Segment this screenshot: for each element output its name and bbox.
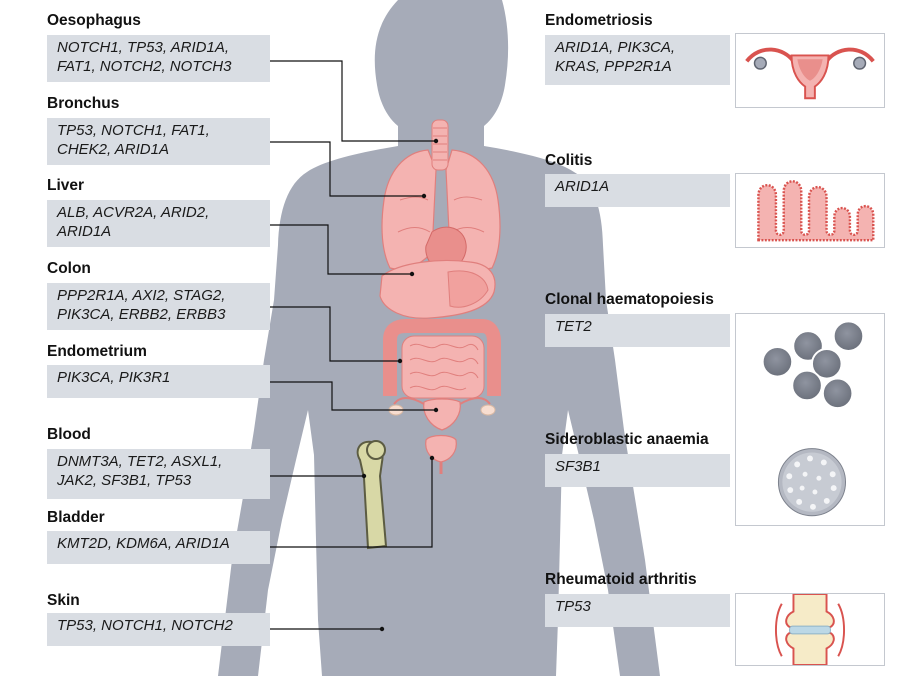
- gene-line: KRAS, PPP2R1A: [555, 58, 672, 75]
- blood-cells-inset: [735, 313, 885, 526]
- gene-line: ALB, ACVR2A, ARID2,: [57, 204, 210, 221]
- colitis-inset: [735, 173, 885, 248]
- organ-title-blood: Blood: [47, 426, 91, 443]
- bladder-illustration: [425, 434, 457, 474]
- gene-box-endometriosis: ARID1A, PIK3CA, KRAS, PPP2R1A: [545, 35, 730, 85]
- gene-line: NOTCH1, TP53, ARID1A,: [57, 39, 229, 56]
- uterus-icon: [745, 47, 875, 100]
- gene-line: ARID1A: [555, 178, 610, 195]
- gene-box-bladder: KMT2D, KDM6A, ARID1A: [47, 531, 270, 564]
- organ-title-bladder: Bladder: [47, 509, 105, 526]
- gene-box-clonal-haematopoiesis: TET2: [545, 314, 730, 347]
- gene-line: PIK3CA, PIK3R1: [57, 369, 171, 386]
- organ-title-colon: Colon: [47, 260, 91, 277]
- gene-box-blood: DNMT3A, TET2, ASXL1, JAK2, SF3B1, TP53: [47, 449, 270, 499]
- femur-bone-illustration: [356, 440, 388, 550]
- gene-box-colon: PPP2R1A, AXI2, STAG2, PIK3CA, ERBB2, ERB…: [47, 283, 270, 330]
- gene-line: ARID1A: [57, 223, 112, 240]
- gene-box-liver: ALB, ACVR2A, ARID2, ARID1A: [47, 200, 270, 247]
- organ-title-oesophagus: Oesophagus: [47, 12, 141, 29]
- gene-line: ARID1A, PIK3CA,: [555, 39, 676, 56]
- organ-title-bronchus: Bronchus: [47, 95, 120, 112]
- gene-line: TET2: [555, 318, 592, 335]
- gene-line: KMT2D, KDM6A, ARID1A: [57, 535, 230, 552]
- endometriosis-inset: [735, 33, 885, 108]
- small-intestine-illustration: [401, 335, 485, 399]
- condition-title-endometriosis: Endometriosis: [545, 12, 653, 29]
- condition-title-rheumatoid-arthritis: Rheumatoid arthritis: [545, 571, 697, 588]
- leader-lines: [270, 60, 436, 630]
- gene-box-bronchus: TP53, NOTCH1, FAT1, CHEK2, ARID1A: [47, 118, 270, 165]
- condition-title-sideroblastic-anaemia: Sideroblastic anaemia: [545, 431, 709, 448]
- gene-box-skin: TP53, NOTCH1, NOTCH2: [47, 613, 270, 646]
- condition-title-clonal-haematopoiesis: Clonal haematopoiesis: [545, 291, 714, 308]
- gene-line: DNMT3A, TET2, ASXL1,: [57, 453, 223, 470]
- gene-line: TP53, NOTCH1, FAT1,: [57, 122, 210, 139]
- colon-illustration: [383, 319, 501, 396]
- gene-box-sideroblastic-anaemia: SF3B1: [545, 454, 730, 487]
- organ-title-liver: Liver: [47, 177, 85, 194]
- leader-line-endpoints: [361, 138, 439, 632]
- gene-box-endometrium: PIK3CA, PIK3R1: [47, 365, 270, 398]
- gene-box-oesophagus: NOTCH1, TP53, ARID1A, FAT1, NOTCH2, NOTC…: [47, 35, 270, 82]
- rheumatoid-arthritis-inset: [735, 593, 885, 666]
- knee-joint-icon: [774, 594, 846, 665]
- organ-title-skin: Skin: [47, 592, 80, 609]
- gene-line: FAT1, NOTCH2, NOTCH3: [57, 58, 232, 75]
- gene-line: SF3B1: [555, 458, 601, 475]
- blood-cells-icon: [761, 320, 865, 517]
- gene-line: TP53, NOTCH1, NOTCH2: [57, 617, 233, 634]
- gene-line: JAK2, SF3B1, TP53: [57, 472, 192, 489]
- organ-title-endometrium: Endometrium: [47, 343, 147, 360]
- gene-line: CHEK2, ARID1A: [57, 141, 169, 158]
- condition-title-colitis: Colitis: [545, 152, 593, 169]
- intestinal-villi-icon: [757, 180, 875, 242]
- gene-line: PIK3CA, ERBB2, ERBB3: [57, 306, 226, 323]
- sideroblast-icon: [777, 448, 847, 517]
- gene-line: PPP2R1A, AXI2, STAG2,: [57, 287, 226, 304]
- gene-line: TP53: [555, 598, 591, 615]
- gene-box-rheumatoid-arthritis: TP53: [545, 594, 730, 627]
- trachea-illustration: [431, 119, 449, 171]
- gene-box-colitis: ARID1A: [545, 174, 730, 207]
